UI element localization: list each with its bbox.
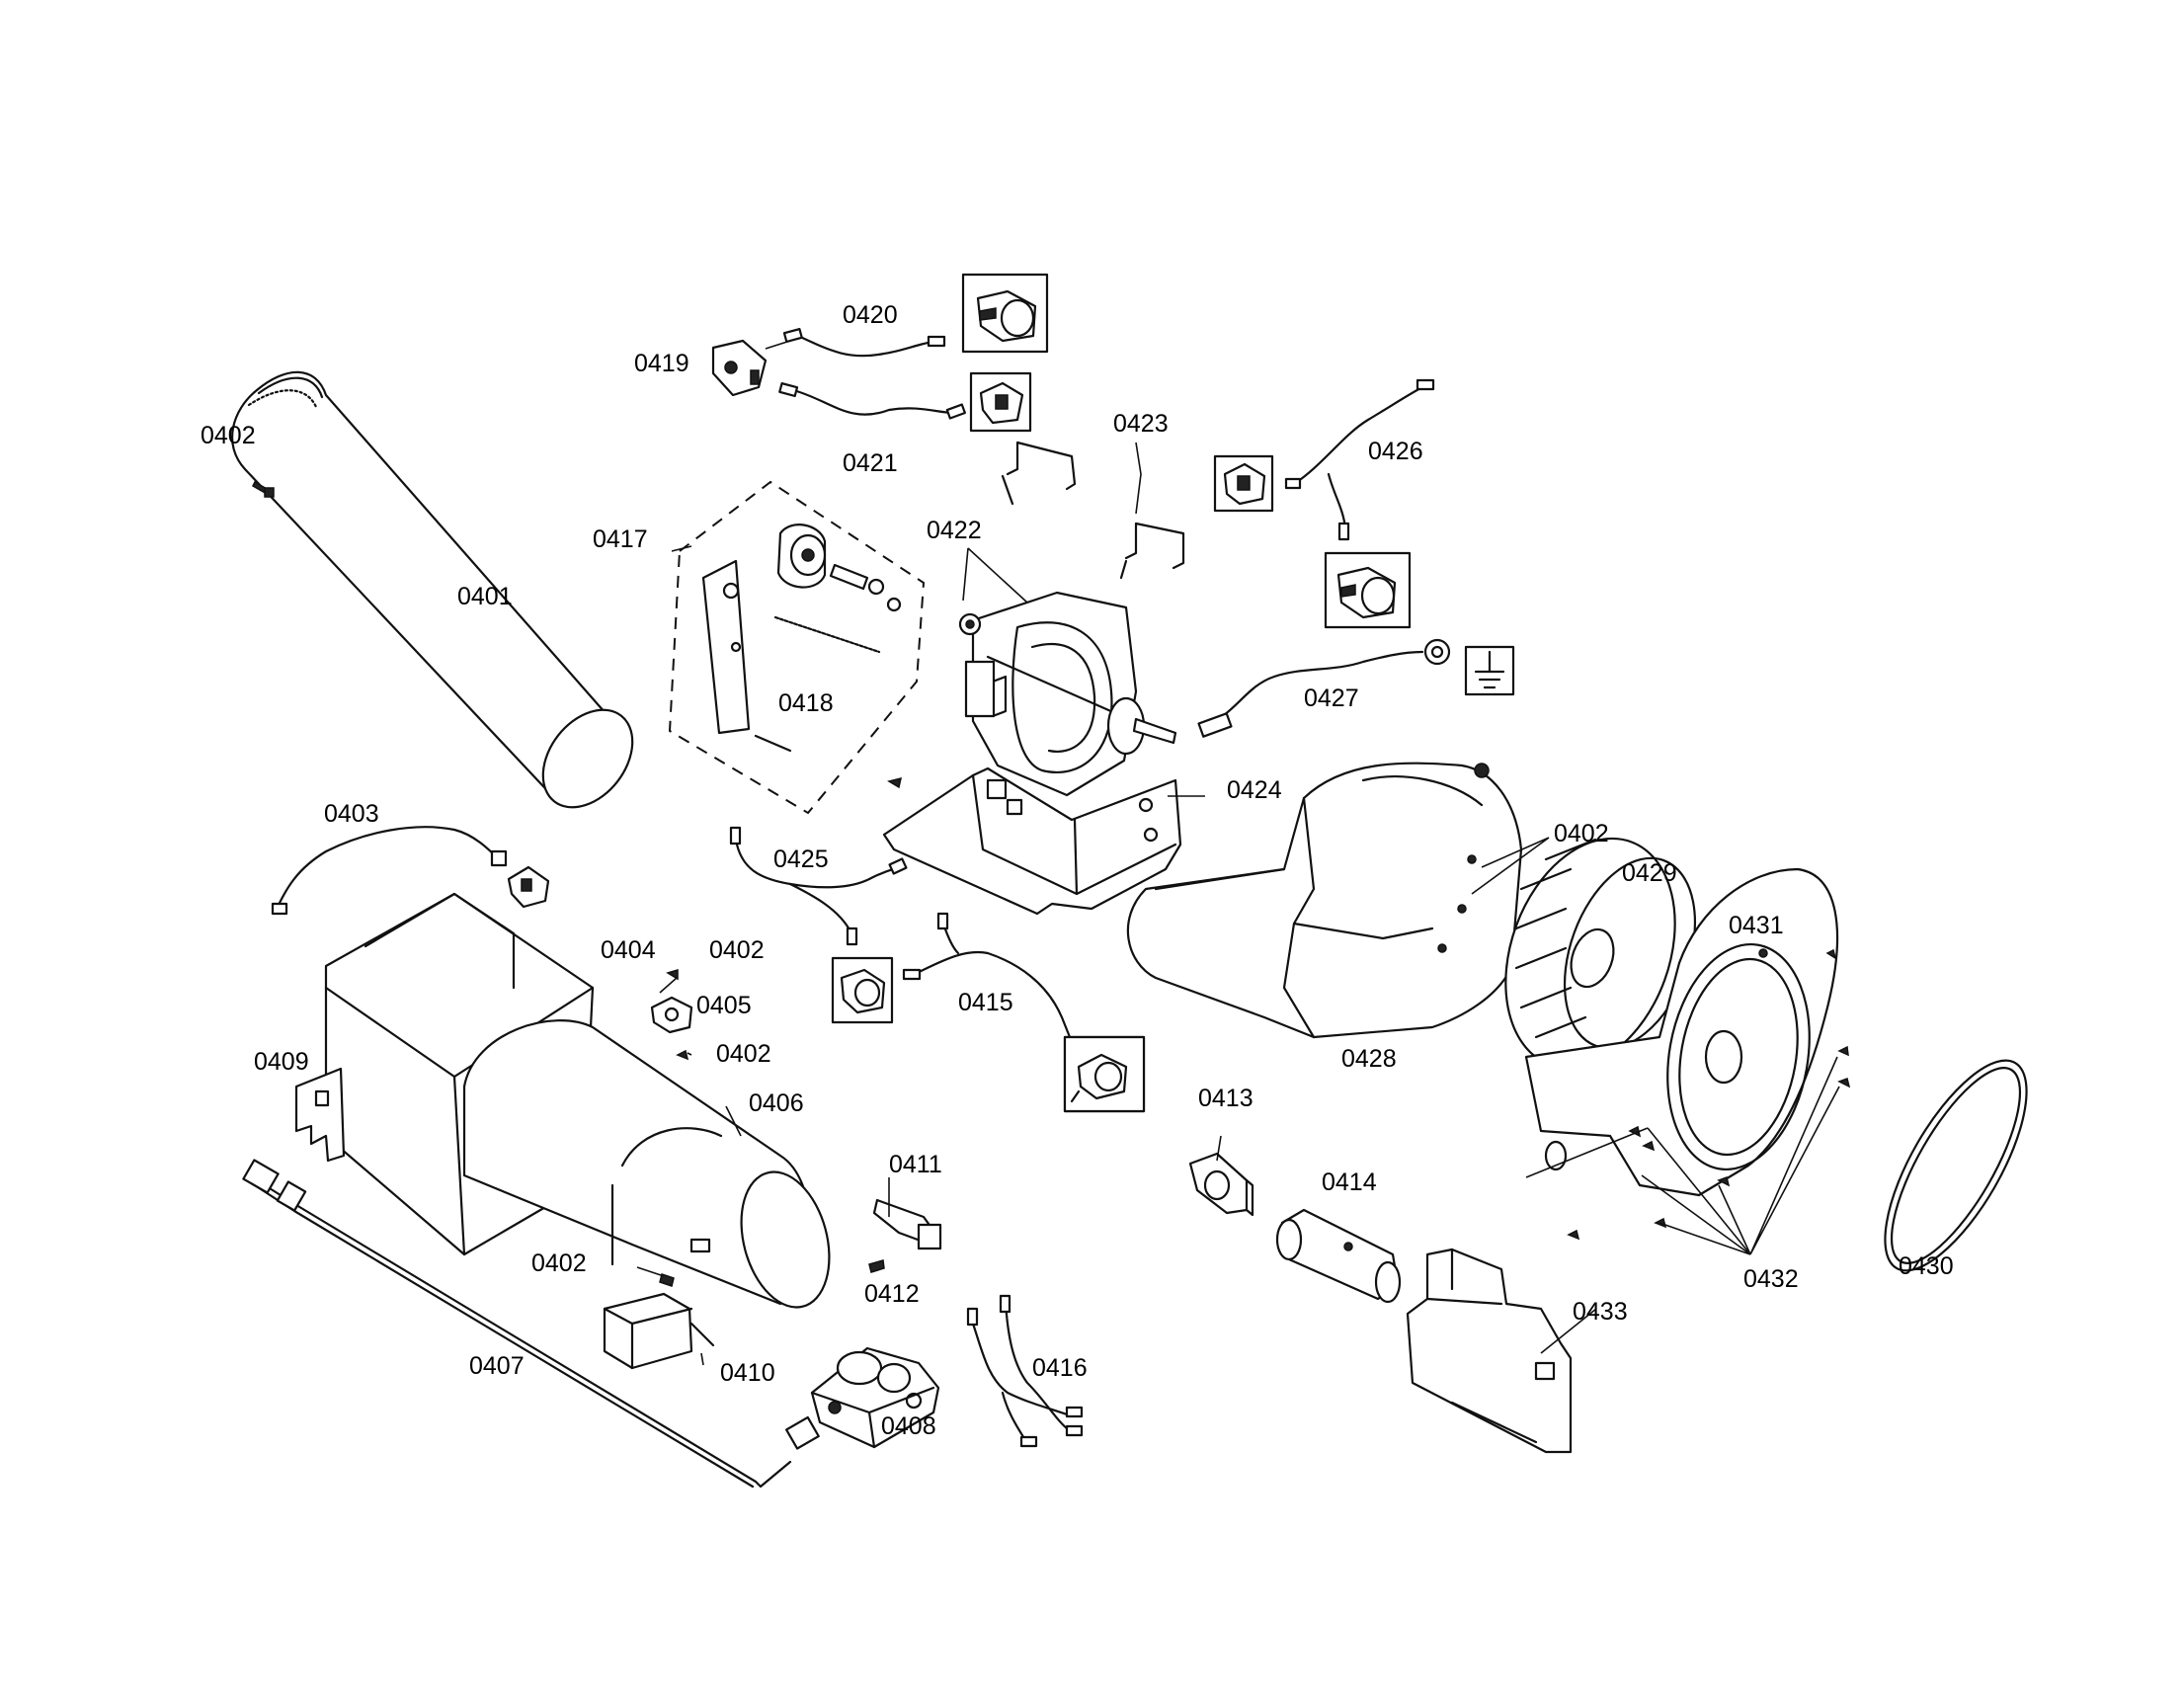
part-0411-igniter xyxy=(872,1198,942,1250)
part-0414-idler xyxy=(1275,1208,1402,1304)
part-0404-screw xyxy=(666,968,679,981)
label-0417: 0417 xyxy=(593,525,648,553)
part-0405-thermostat xyxy=(650,996,693,1034)
part-0431-rear-plate xyxy=(1524,867,1839,1197)
label-0404: 0404 xyxy=(601,936,656,964)
part-0427-ground-wire xyxy=(1197,638,1451,738)
part-0423-straps xyxy=(1001,441,1185,580)
ground-symbol-icon xyxy=(1464,645,1515,696)
part-0421-wire xyxy=(778,381,966,420)
label-0409: 0409 xyxy=(254,1048,309,1076)
part-0426-wire xyxy=(1213,378,1435,541)
label-0413: 0413 xyxy=(1198,1085,1254,1112)
part-0428-blower-housing xyxy=(1126,762,1523,1039)
connector-inset-icon xyxy=(969,371,1032,433)
label-0402-e: 0402 xyxy=(531,1249,587,1277)
label-0415: 0415 xyxy=(958,989,1013,1016)
label-0432: 0432 xyxy=(1743,1265,1799,1293)
part-0420-wire xyxy=(782,327,946,358)
label-0402-c: 0402 xyxy=(716,1040,771,1068)
label-0411: 0411 xyxy=(889,1151,942,1178)
part-0415-wire xyxy=(831,912,1146,1113)
label-0430: 0430 xyxy=(1899,1252,1954,1280)
part-0419-switch xyxy=(711,339,768,397)
part-0402-screw-lower xyxy=(659,1273,675,1287)
label-0410: 0410 xyxy=(720,1359,775,1387)
label-0429: 0429 xyxy=(1622,859,1677,887)
label-0423: 0423 xyxy=(1113,410,1169,438)
label-0405: 0405 xyxy=(696,992,752,1019)
label-0408: 0408 xyxy=(881,1412,936,1440)
label-0426: 0426 xyxy=(1368,438,1423,465)
part-0413-bracket xyxy=(1188,1152,1254,1217)
part-0401-exhaust-duct xyxy=(231,370,634,809)
part-0408-gas-valve xyxy=(810,1346,940,1449)
part-0402-screw-mid xyxy=(676,1049,689,1061)
label-0422: 0422 xyxy=(927,517,982,544)
label-0412: 0412 xyxy=(864,1280,920,1308)
label-0407: 0407 xyxy=(469,1352,525,1380)
part-0422-drive-motor xyxy=(958,591,1177,797)
part-0424-motor-mount xyxy=(882,766,1182,916)
part-0416-harness xyxy=(966,1294,1084,1448)
label-0425: 0425 xyxy=(773,846,829,873)
label-0433: 0433 xyxy=(1573,1298,1628,1326)
label-0427: 0427 xyxy=(1304,685,1359,712)
label-0431: 0431 xyxy=(1729,912,1784,939)
label-0403: 0403 xyxy=(324,800,379,828)
label-0421: 0421 xyxy=(843,449,898,477)
part-0430-belt xyxy=(1884,1059,2028,1272)
label-0402-d: 0402 xyxy=(1554,820,1609,847)
label-0401: 0401 xyxy=(457,583,513,610)
part-0410-coil xyxy=(603,1292,715,1370)
part-0425-wire xyxy=(729,826,908,946)
thermostat-inset-icon-2 xyxy=(1324,551,1412,629)
part-0402-screw-top xyxy=(252,480,275,498)
label-0416: 0416 xyxy=(1032,1354,1088,1382)
label-0428: 0428 xyxy=(1341,1045,1397,1073)
valve-inset-icon xyxy=(1063,1035,1146,1113)
label-0402-a: 0402 xyxy=(201,422,256,449)
part-0409-bracket xyxy=(294,1067,346,1163)
label-0418: 0418 xyxy=(778,689,834,717)
label-0419: 0419 xyxy=(634,350,689,377)
part-0407-gas-pipe xyxy=(242,1159,820,1489)
label-0420: 0420 xyxy=(843,301,898,329)
part-0412-screw xyxy=(868,1259,885,1273)
label-0402-b: 0402 xyxy=(709,936,765,964)
leader-lines xyxy=(636,340,1840,1366)
label-0424: 0424 xyxy=(1227,776,1282,804)
part-0403-wire xyxy=(271,826,550,916)
part-0406-burner-housing xyxy=(324,892,831,1309)
thermostat-inset-icon xyxy=(961,273,1049,354)
part-labels: 0401 0402 0403 0404 0402 0405 0402 0406 … xyxy=(201,301,1954,1440)
label-0414: 0414 xyxy=(1322,1168,1377,1196)
part-0433-bracket xyxy=(1406,1248,1573,1454)
label-0406: 0406 xyxy=(749,1089,804,1117)
part-0417-idler-group xyxy=(668,480,926,815)
